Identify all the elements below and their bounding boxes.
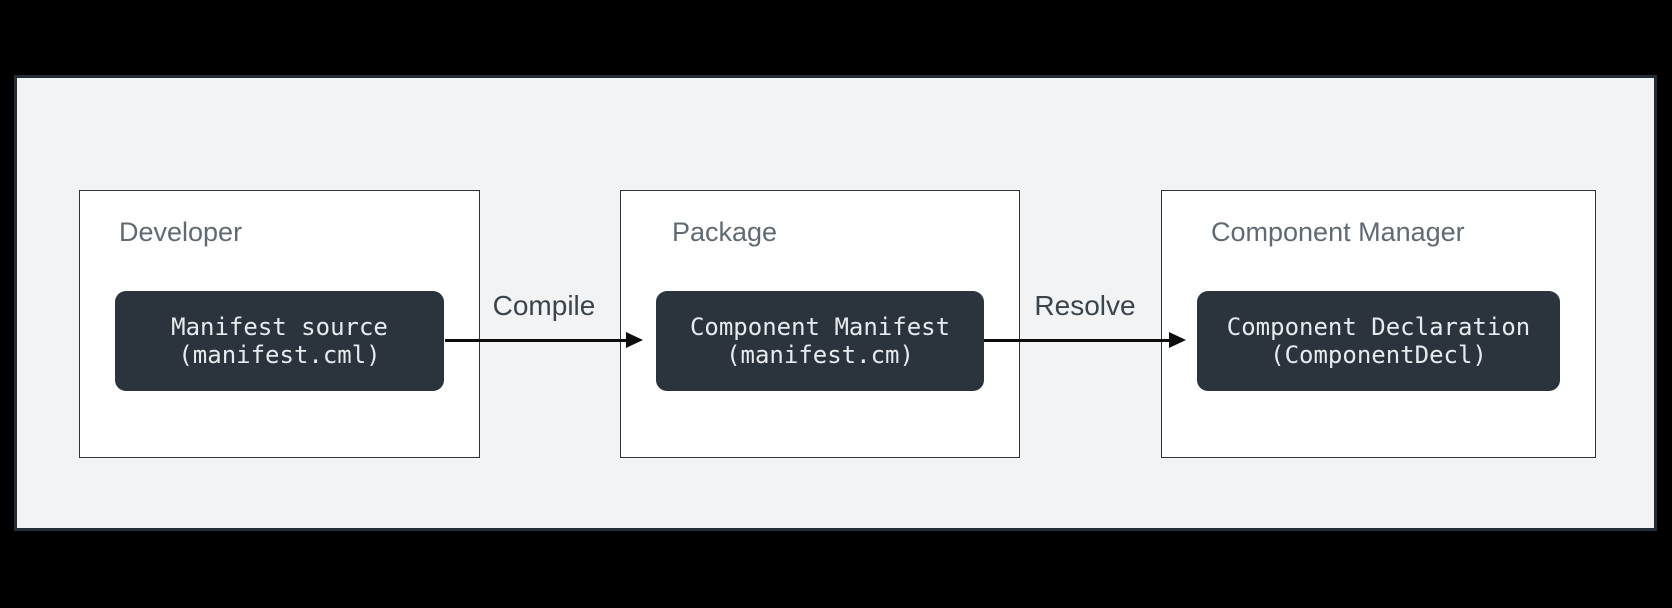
arrow-resolve-line bbox=[984, 339, 1170, 342]
artifact-line: Component Declaration bbox=[1226, 313, 1531, 341]
node-package: Package Component Manifest (manifest.cm) bbox=[620, 190, 1020, 458]
artifact-line: Component Manifest bbox=[689, 313, 951, 341]
node-component-manager-label: Component Manager bbox=[1211, 217, 1465, 247]
artifact-line: (manifest.cml) bbox=[178, 341, 381, 369]
node-developer: Developer Manifest source (manifest.cml) bbox=[79, 190, 480, 458]
artifact-line: Manifest source bbox=[171, 313, 388, 341]
artifact-line: (ComponentDecl) bbox=[1270, 341, 1487, 369]
node-component-manager: Component Manager Component Declaration … bbox=[1161, 190, 1596, 458]
artifact-line: (manifest.cm) bbox=[726, 341, 914, 369]
arrow-resolve-arrowhead-icon bbox=[1169, 332, 1186, 348]
arrow-resolve-label: Resolve bbox=[1034, 290, 1136, 321]
artifact-manifest-source: Manifest source (manifest.cml) bbox=[115, 291, 444, 391]
arrow-compile-arrowhead-icon bbox=[626, 332, 643, 348]
node-developer-label: Developer bbox=[119, 217, 243, 247]
artifact-component-manifest: Component Manifest (manifest.cm) bbox=[656, 291, 984, 391]
node-package-label: Package bbox=[672, 217, 778, 247]
arrow-compile-label: Compile bbox=[492, 290, 596, 321]
artifact-component-declaration: Component Declaration (ComponentDecl) bbox=[1197, 291, 1560, 391]
arrow-compile-line bbox=[445, 339, 627, 342]
